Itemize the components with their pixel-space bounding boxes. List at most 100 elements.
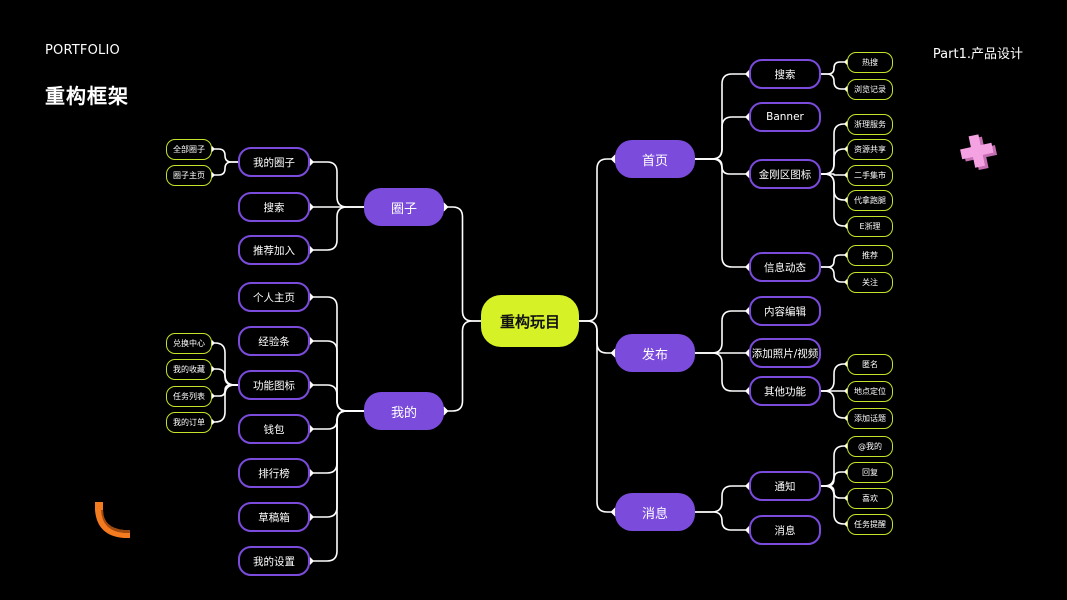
leaf-right-0-3-0-label: 推荐	[862, 250, 878, 260]
leaf-left-0-0-0-label: 全部圈子	[173, 144, 205, 154]
subbranch-left-0-1[interactable]: 搜索	[238, 192, 310, 222]
leaf-right-0-2-2[interactable]: 二手集市	[847, 164, 893, 186]
leaf-right-2-0-0[interactable]: @我的	[847, 435, 893, 457]
leaf-right-0-3-0[interactable]: 推荐	[847, 244, 893, 266]
subbranch-left-1-4[interactable]: 排行榜	[238, 458, 310, 488]
root-node-label: 重构玩目	[499, 312, 560, 331]
connector-l1-l2	[695, 352, 749, 392]
subbranch-left-1-5[interactable]: 草稿箱	[238, 502, 310, 532]
cross-shape-icon	[960, 134, 998, 171]
leaf-right-0-2-4[interactable]: E浙理	[847, 215, 893, 237]
subbranch-left-0-0[interactable]: 我的圈子	[238, 147, 310, 177]
leaf-right-0-3-1-label: 关注	[862, 277, 878, 287]
leaf-right-0-2-0-label: 浙理服务	[854, 119, 886, 129]
leaf-right-0-3-1[interactable]: 关注	[847, 271, 893, 293]
connector-root-l1	[444, 320, 481, 412]
leaf-right-1-2-0[interactable]: 匿名	[847, 353, 893, 375]
leaf-right-2-0-1-label: 回复	[862, 467, 878, 477]
subbranch-left-1-6[interactable]: 我的设置	[238, 546, 310, 576]
subbranch-left-1-3[interactable]: 钱包	[238, 414, 310, 444]
subbranch-left-1-1[interactable]: 经验条	[238, 326, 310, 356]
connector-root-l1	[579, 158, 615, 322]
leaf-right-1-2-1[interactable]: 地点定位	[847, 380, 893, 402]
subbranch-right-1-0[interactable]: 内容编辑	[749, 296, 821, 326]
leaf-right-1-2-2[interactable]: 添加话题	[847, 407, 893, 429]
portfolio-label: PORTFOLIO	[45, 43, 120, 58]
leaf-left-0-0-0[interactable]: 全部圈子	[166, 138, 212, 160]
leaf-right-2-0-2-label: 喜欢	[862, 493, 878, 503]
arc-shape-icon	[95, 502, 130, 538]
connector-l2-l3	[821, 173, 847, 176]
leaf-right-1-2-1-label: 地点定位	[854, 386, 886, 396]
subbranch-right-2-0-label: 通知	[774, 480, 796, 493]
branch-right-0[interactable]: 首页	[615, 140, 695, 178]
leaf-right-2-0-3-label: 任务提醒	[854, 519, 886, 529]
leaf-left-1-2-3-label: 我的订单	[173, 417, 205, 427]
connector-l1-l2	[695, 485, 749, 513]
subbranch-left-1-2-label: 功能图标	[253, 379, 295, 392]
branch-right-2-label: 消息	[641, 506, 668, 522]
subbranch-right-0-0[interactable]: 搜索	[749, 59, 821, 89]
branch-left-1[interactable]: 我的	[364, 392, 444, 430]
connector-l2-l3	[821, 485, 847, 525]
subbranch-left-1-4-label: 排行榜	[258, 467, 290, 480]
connector-root-l1	[579, 320, 615, 513]
branch-right-2[interactable]: 消息	[615, 493, 695, 531]
branch-left-0[interactable]: 圈子	[364, 188, 444, 226]
leaf-left-1-2-3[interactable]: 我的订单	[166, 411, 212, 433]
subbranch-right-2-1-label: 消息	[774, 524, 796, 537]
connector-l1-l2	[310, 161, 364, 208]
subbranch-left-1-0[interactable]: 个人主页	[238, 282, 310, 312]
leaf-right-2-0-3[interactable]: 任务提醒	[847, 513, 893, 535]
leaf-right-2-0-2[interactable]: 喜欢	[847, 487, 893, 509]
leaf-left-1-2-0[interactable]: 兑换中心	[166, 332, 212, 354]
subbranch-right-1-0-label: 内容编辑	[764, 305, 806, 318]
subbranch-right-0-0-label: 搜索	[774, 68, 796, 81]
subbranch-right-0-3-label: 信息动态	[764, 261, 806, 274]
branch-left-0-label: 圈子	[390, 201, 417, 217]
branch-right-1[interactable]: 发布	[615, 334, 695, 372]
leaf-right-2-0-1[interactable]: 回复	[847, 461, 893, 483]
subbranch-right-2-1[interactable]: 消息	[749, 515, 821, 545]
leaf-right-0-0-0[interactable]: 热搜	[847, 51, 893, 73]
subbranch-right-1-2[interactable]: 其他功能	[749, 376, 821, 406]
leaf-left-1-2-1-label: 我的收藏	[173, 364, 205, 374]
subbranch-right-2-0[interactable]: 通知	[749, 471, 821, 501]
subbranch-right-0-1[interactable]: Banner	[749, 102, 821, 132]
leaf-right-0-0-1[interactable]: 浏览记录	[847, 78, 893, 100]
leaf-right-0-2-3-label: 代拿跑腿	[854, 195, 886, 205]
subbranch-left-1-2[interactable]: 功能图标	[238, 370, 310, 400]
subbranch-right-1-1-label: 添加照片/视频	[751, 347, 819, 360]
subbranch-right-1-2-label: 其他功能	[764, 385, 806, 398]
leaf-left-1-2-1[interactable]: 我的收藏	[166, 358, 212, 380]
leaf-right-2-0-0-label: @我的	[858, 441, 882, 451]
connector-l1-l2	[695, 310, 749, 354]
subbranch-right-0-2-label: 金刚区图标	[758, 168, 812, 181]
leaf-left-1-2-2[interactable]: 任务列表	[166, 385, 212, 407]
connector-l2-l3	[821, 61, 847, 75]
connector-l1-l2	[310, 410, 364, 562]
connector-l1-l2	[695, 116, 749, 160]
leaf-left-0-0-1[interactable]: 圈子主页	[166, 164, 212, 186]
leaf-right-0-2-1[interactable]: 资源共享	[847, 138, 893, 160]
subbranch-left-0-2[interactable]: 推荐加入	[238, 235, 310, 265]
leaf-right-1-2-0-label: 匿名	[862, 359, 878, 369]
leaf-right-0-2-3[interactable]: 代拿跑腿	[847, 189, 893, 211]
connector-l2-l3	[821, 266, 847, 283]
leaf-right-1-2-2-label: 添加话题	[854, 413, 886, 423]
leaf-right-0-2-0[interactable]: 浙理服务	[847, 113, 893, 135]
connector-l2-l3	[821, 254, 847, 268]
subbranch-right-0-2[interactable]: 金刚区图标	[749, 159, 821, 189]
subbranch-left-1-6-label: 我的设置	[253, 555, 295, 568]
connector-l1-l2	[695, 511, 749, 531]
connector-l2-l3	[212, 384, 238, 423]
leaf-right-0-0-0-label: 热搜	[862, 57, 878, 67]
connector-l2-l3	[212, 161, 238, 176]
subbranch-right-0-1-label: Banner	[766, 111, 804, 123]
subbranch-right-0-3[interactable]: 信息动态	[749, 252, 821, 282]
subbranch-right-1-1[interactable]: 添加照片/视频	[749, 338, 821, 368]
subbranch-left-1-3-label: 钱包	[263, 423, 285, 436]
subbranch-left-1-1-label: 经验条	[258, 335, 290, 348]
leaf-left-1-2-0-label: 兑换中心	[173, 338, 205, 348]
root-node[interactable]: 重构玩目	[481, 295, 579, 347]
